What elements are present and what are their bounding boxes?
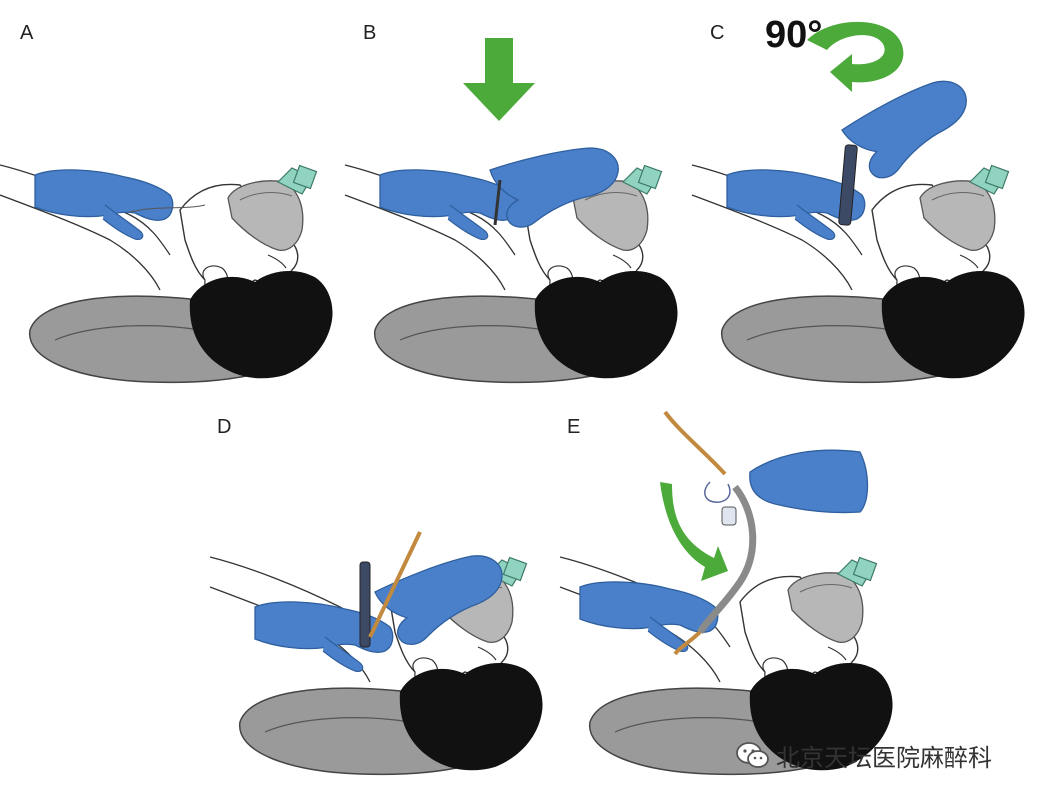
panel-e <box>559 410 894 776</box>
panel-d <box>209 531 544 776</box>
panel-label-a: A <box>20 22 34 44</box>
glove-hand-left <box>34 169 174 241</box>
rotation-label: 90° <box>765 14 823 56</box>
panel-b <box>344 38 679 384</box>
panel-label-d: D <box>217 416 232 438</box>
panel-label-e: E <box>567 416 581 438</box>
panel-label-c: C <box>710 22 725 44</box>
down-arrow-icon <box>463 38 535 121</box>
watermark-text: 北京天坛医院麻醉科 <box>776 744 992 772</box>
insert-arrow-icon <box>660 482 728 581</box>
watermark: 北京天坛医院麻醉科 <box>736 738 992 773</box>
panel-label-b: B <box>363 22 377 44</box>
wechat-icon <box>736 741 769 768</box>
panel-a <box>0 164 334 384</box>
rotate-arrow-icon <box>807 21 904 92</box>
panel-c <box>691 21 1026 384</box>
